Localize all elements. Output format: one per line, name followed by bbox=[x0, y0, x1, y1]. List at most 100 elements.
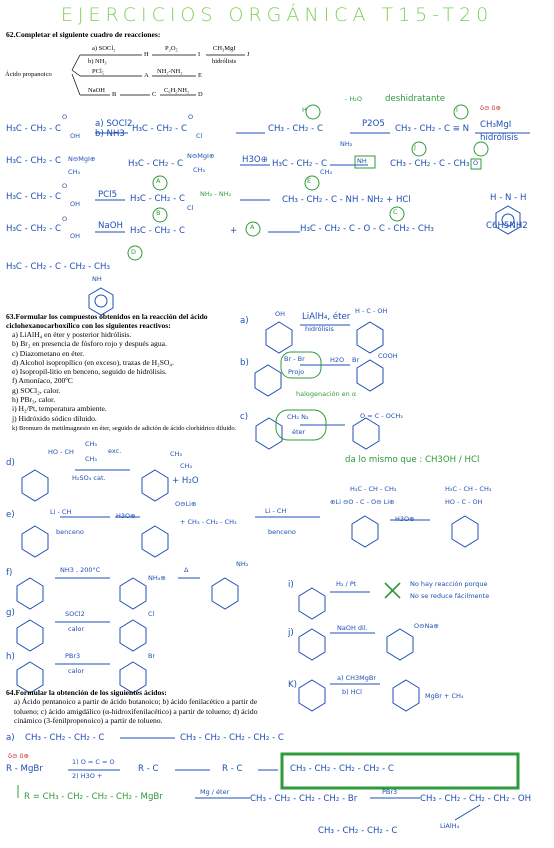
label-E: E bbox=[198, 72, 202, 79]
hw63-h2o-p: + H₂O bbox=[172, 476, 199, 486]
hw-imine2: H₃C - CH₂ - C bbox=[128, 159, 183, 169]
hw-amideD: H₃C - CH₂ - C - CH₂ - CH₃ bbox=[6, 262, 110, 272]
hw-nh2: NH₂ bbox=[340, 140, 353, 148]
hw-o2: O bbox=[188, 113, 194, 121]
hw-ketone: CH₃ - CH₂ - C - CH₃ bbox=[390, 159, 470, 169]
hw63-oh-a: OH bbox=[275, 310, 286, 318]
hw64-mgeter: Mg / éter bbox=[200, 788, 230, 796]
hw63-oli: O⊖Li⊕ bbox=[175, 500, 197, 508]
ex63-item: g) SOCl₂, calor. bbox=[12, 385, 61, 395]
hw63-i: i) bbox=[288, 580, 294, 590]
hw63-nohay: No hay reacción porque bbox=[410, 580, 488, 588]
hw-hydrazide: CH₃ - CH₂ - C - NH - NH₂ + HCl bbox=[282, 195, 411, 205]
hw-deshidratante: deshidratante bbox=[385, 94, 446, 104]
hw-cl2: Cl bbox=[187, 204, 194, 212]
hw64-rco: R - C bbox=[138, 764, 159, 774]
hw64-a: a) bbox=[6, 733, 15, 743]
hw63-pbr3: PBr3 bbox=[65, 652, 81, 660]
hw63-nh2: NH₂ bbox=[236, 560, 249, 568]
hw63-g: g) bbox=[6, 608, 15, 618]
hw64-rmgbr: R - MgBr bbox=[6, 764, 43, 774]
hw63-delta: Δ bbox=[184, 566, 189, 574]
scheme-nh3: b) NH₃ bbox=[88, 58, 107, 65]
hw63-a: a) bbox=[240, 316, 249, 326]
hw63-isoprop: + CH₃ - CH₂ - CH₃ bbox=[180, 518, 237, 526]
lbl-A: A bbox=[156, 177, 161, 185]
hw63-h2so4: H₂SO₄ cat. bbox=[72, 474, 106, 482]
hw-oh2: OH bbox=[70, 200, 81, 208]
lbl-C: C bbox=[393, 208, 398, 216]
hw-acylcl: H₃C - CH₂ - C bbox=[132, 124, 187, 134]
hw-nmgi: N⊖MgI⊕ bbox=[68, 155, 96, 163]
hw64-delta: δ⊖ δ⊕ bbox=[8, 752, 29, 760]
hw-reag-a: a) SOCl2 bbox=[95, 119, 133, 129]
hw63-benceno: benceno bbox=[56, 528, 84, 536]
label-C: C bbox=[152, 91, 157, 98]
hw-oh3: OH bbox=[70, 232, 81, 240]
hw64-pbr3: PBr3 bbox=[382, 788, 398, 796]
lbl-H: H bbox=[302, 106, 307, 114]
hw63-calor: calor bbox=[68, 625, 85, 633]
hw63-e: e) bbox=[6, 510, 15, 520]
hw63-hcoh: H - C - OH bbox=[355, 307, 388, 315]
ex63-heading: 63.Formular los compuestos obtenidos en … bbox=[6, 312, 208, 330]
hw-pcl5: PCl5 bbox=[98, 190, 118, 200]
hw63-hoc: HO - C - OH bbox=[445, 498, 483, 506]
lbl-E: E bbox=[307, 177, 312, 185]
hw-p2o5: P2O5 bbox=[362, 119, 385, 129]
hw63-ipa: HO - CH bbox=[48, 448, 74, 456]
hw64-product: CH₃ - CH₂ - CH₂ - CH₂ - C bbox=[180, 733, 284, 743]
hw63-alk: H₃C - CH - CH₃ bbox=[350, 485, 397, 493]
ex63-item: j) Hidróxido sódico diluido. bbox=[12, 413, 97, 423]
hw63-projo: Projo bbox=[288, 368, 305, 376]
ex63-item: e) Isopropil-litio en benceno, seguido d… bbox=[12, 367, 167, 377]
hw63-br: Br bbox=[352, 356, 360, 364]
hw-nh: NH bbox=[92, 275, 102, 283]
hw63-lich: Li - CH bbox=[50, 508, 72, 516]
lbl-J: J bbox=[414, 143, 416, 151]
hw63-brbr: Br - Br bbox=[284, 355, 305, 363]
ex64-heading: 64.Formular la obtención de los siguient… bbox=[6, 688, 167, 697]
hw-h2o-loss: - H₂O bbox=[345, 95, 363, 103]
hw63-c: c) bbox=[240, 412, 249, 422]
hw-plus: + bbox=[230, 226, 238, 236]
hw64-lialh4: LiAlH₄ bbox=[440, 822, 460, 830]
hw-naoh: NaOH bbox=[98, 221, 123, 231]
hw63-hidrolisis: hidrólisis bbox=[305, 325, 334, 333]
lbl-I: I bbox=[456, 106, 458, 114]
hw-nmgi2: N⊖MgI⊕ bbox=[187, 152, 215, 160]
hw-ch3c: CH₃ bbox=[320, 168, 333, 176]
hw63-h2o: H2O bbox=[330, 356, 345, 364]
hw63-h3o: H3O⊕ bbox=[116, 512, 136, 520]
hw63-benceno2: benceno bbox=[268, 528, 296, 536]
ex63-item: k) Bromuro de metilmagnesio en éter, seg… bbox=[12, 424, 237, 432]
label-B: B bbox=[112, 91, 117, 98]
scheme-c6h5nh2: C₆H₅NH₂ bbox=[164, 87, 190, 94]
hw-hidrolisis: hidrólisis bbox=[480, 133, 519, 143]
hw-h3o: H3O⊕ bbox=[242, 155, 268, 165]
hw63-calor2: calor bbox=[68, 667, 85, 675]
hw64-h3o: 2) H3O + bbox=[72, 772, 103, 780]
scheme-p2o5: P₂O₅ bbox=[165, 45, 178, 52]
hw-o-box: O bbox=[473, 159, 479, 167]
hw-ch3mgi: CH₃MgI bbox=[480, 120, 512, 130]
hw63-ch3-d4: CH₃ bbox=[180, 462, 193, 470]
hw63-f: f) bbox=[6, 568, 13, 578]
scheme-ch3mgi: CH₃MgI bbox=[213, 45, 236, 52]
hw-anhydride: H₃C - CH₂ - C - O - C - CH₂ - CH₃ bbox=[300, 224, 434, 234]
hw-ch3: CH₃ bbox=[68, 168, 81, 176]
ex63-items: a) LiAlH₄ en éter y posterior hidrólisis… bbox=[12, 330, 242, 432]
label-H: H bbox=[144, 51, 149, 58]
hw64-final: CH₃ - CH₂ - CH₂ - CH₂ - C bbox=[290, 764, 394, 774]
hw64-acid: CH₃ - CH₂ - CH₂ - C bbox=[318, 826, 398, 836]
lbl-D: D bbox=[131, 248, 137, 256]
hw-nh-box: NH bbox=[357, 157, 367, 165]
hw63-h3o2: H3O⊕ bbox=[395, 515, 415, 523]
hw-acid: H₃C - CH₂ - C bbox=[6, 124, 61, 134]
scheme-naoh: NaOH bbox=[88, 87, 105, 94]
ex63-item: i) H₂/Pt, temperatura ambiente. bbox=[12, 404, 107, 414]
hw63-d: d) bbox=[6, 458, 15, 468]
label-J: J bbox=[247, 51, 250, 58]
hw-imine: H₃C - CH₂ - C bbox=[6, 156, 61, 166]
hw-o4: O bbox=[62, 215, 68, 223]
